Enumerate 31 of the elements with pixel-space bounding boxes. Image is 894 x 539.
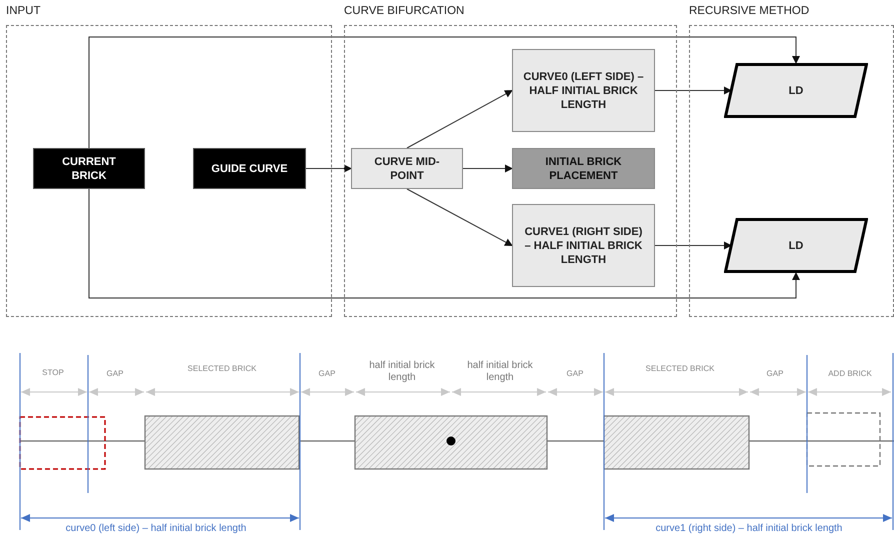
arrow	[88, 188, 800, 298]
group-title: CURVE BIFURCATION	[344, 4, 464, 18]
segment-label: STOP	[41, 368, 65, 378]
dimension-label: curve0 (left side) – half initial brick length	[66, 524, 246, 534]
group-title: INPUT	[6, 4, 40, 18]
dimension-label: curve1 (right side) – half initial brick length	[656, 524, 842, 534]
data-parallelogram: LD	[724, 218, 868, 273]
data-parallelogram: LD	[724, 63, 868, 118]
arrow	[654, 86, 732, 94]
segment-label: GAP	[766, 369, 784, 379]
arrow	[654, 242, 732, 250]
arrow	[306, 164, 352, 172]
arrow	[88, 36, 800, 148]
arrow	[406, 90, 513, 148]
process-box: CURVE0 (LEFT SIDE) – HALF INITIAL BRICK LENGTH	[512, 49, 655, 132]
segment-label: half initial brick length	[466, 360, 534, 384]
arrow	[406, 188, 513, 246]
process-box: CURVE1 (RIGHT SIDE) – HALF INITIAL BRICK LENGTH	[512, 204, 655, 287]
segment-label: GAP	[566, 369, 584, 379]
segment-label: SELECTED BRICK	[187, 364, 257, 374]
segment-label: ADD BRICK	[827, 369, 873, 379]
segment-label: GAP	[318, 369, 336, 379]
group-title: RECURSIVE METHOD	[689, 4, 810, 18]
process-box: CURVE MID-POINT	[351, 148, 463, 189]
process-box: GUIDE CURVE	[193, 148, 306, 189]
arrow	[462, 164, 513, 172]
segment-label: GAP	[106, 369, 124, 379]
process-box: CURRENT BRICK	[33, 148, 145, 189]
segment-label: half initial brick length	[368, 360, 436, 384]
segment-label: SELECTED BRICK	[645, 364, 715, 374]
result-box: INITIAL BRICK PLACEMENT	[512, 148, 655, 189]
